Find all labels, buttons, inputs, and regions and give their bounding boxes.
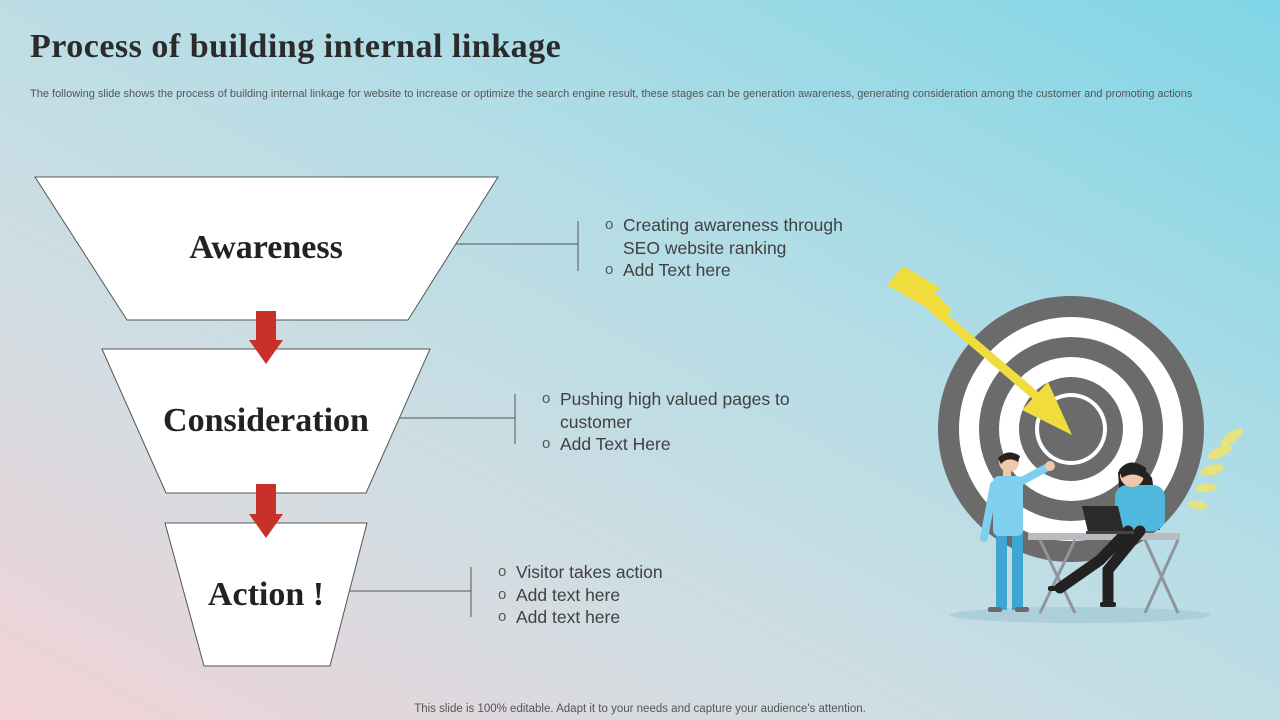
stage-label-consideration: Consideration — [163, 402, 369, 439]
dart-arrow-icon — [887, 266, 1072, 435]
funnel-stage-awareness — [34, 176, 499, 321]
bullet-item: Creating awareness through SEO website r… — [605, 214, 875, 259]
laptop-icon — [1082, 506, 1134, 534]
connector-awareness — [456, 221, 579, 271]
bullet-item: Add Text Here — [542, 433, 817, 456]
bullet-item: Add Text here — [605, 259, 875, 282]
bullet-item: Add text here — [498, 584, 758, 607]
page-subtitle: The following slide shows the process of… — [30, 88, 1193, 100]
bullet-list-consideration: Pushing high valued pages to customer Ad… — [542, 388, 817, 456]
down-arrow-2 — [249, 484, 283, 538]
target-illustration — [887, 266, 1244, 623]
funnel-stage-action — [164, 522, 368, 667]
stage-label-action: Action ! — [207, 576, 325, 613]
down-arrow-1 — [249, 311, 283, 364]
bullet-item: Visitor takes action — [498, 561, 758, 584]
connector-consideration — [400, 394, 516, 444]
desk-icon — [1028, 533, 1180, 614]
bullet-list-awareness: Creating awareness through SEO website r… — [605, 214, 875, 282]
bullet-item: Pushing high valued pages to customer — [542, 388, 817, 433]
footer-note: This slide is 100% editable. Adapt it to… — [414, 703, 866, 715]
funnel-stage-consideration — [101, 348, 431, 494]
man-figure — [980, 452, 1055, 612]
stage-label-awareness: Awareness — [189, 229, 343, 266]
woman-figure — [1048, 462, 1165, 607]
bullet-list-action: Visitor takes action Add text here Add t… — [498, 561, 758, 629]
connector-action — [350, 567, 472, 617]
bullet-item: Add text here — [498, 606, 758, 629]
leaf-icon — [1188, 428, 1244, 510]
page-title: Process of building internal linkage — [30, 28, 562, 65]
